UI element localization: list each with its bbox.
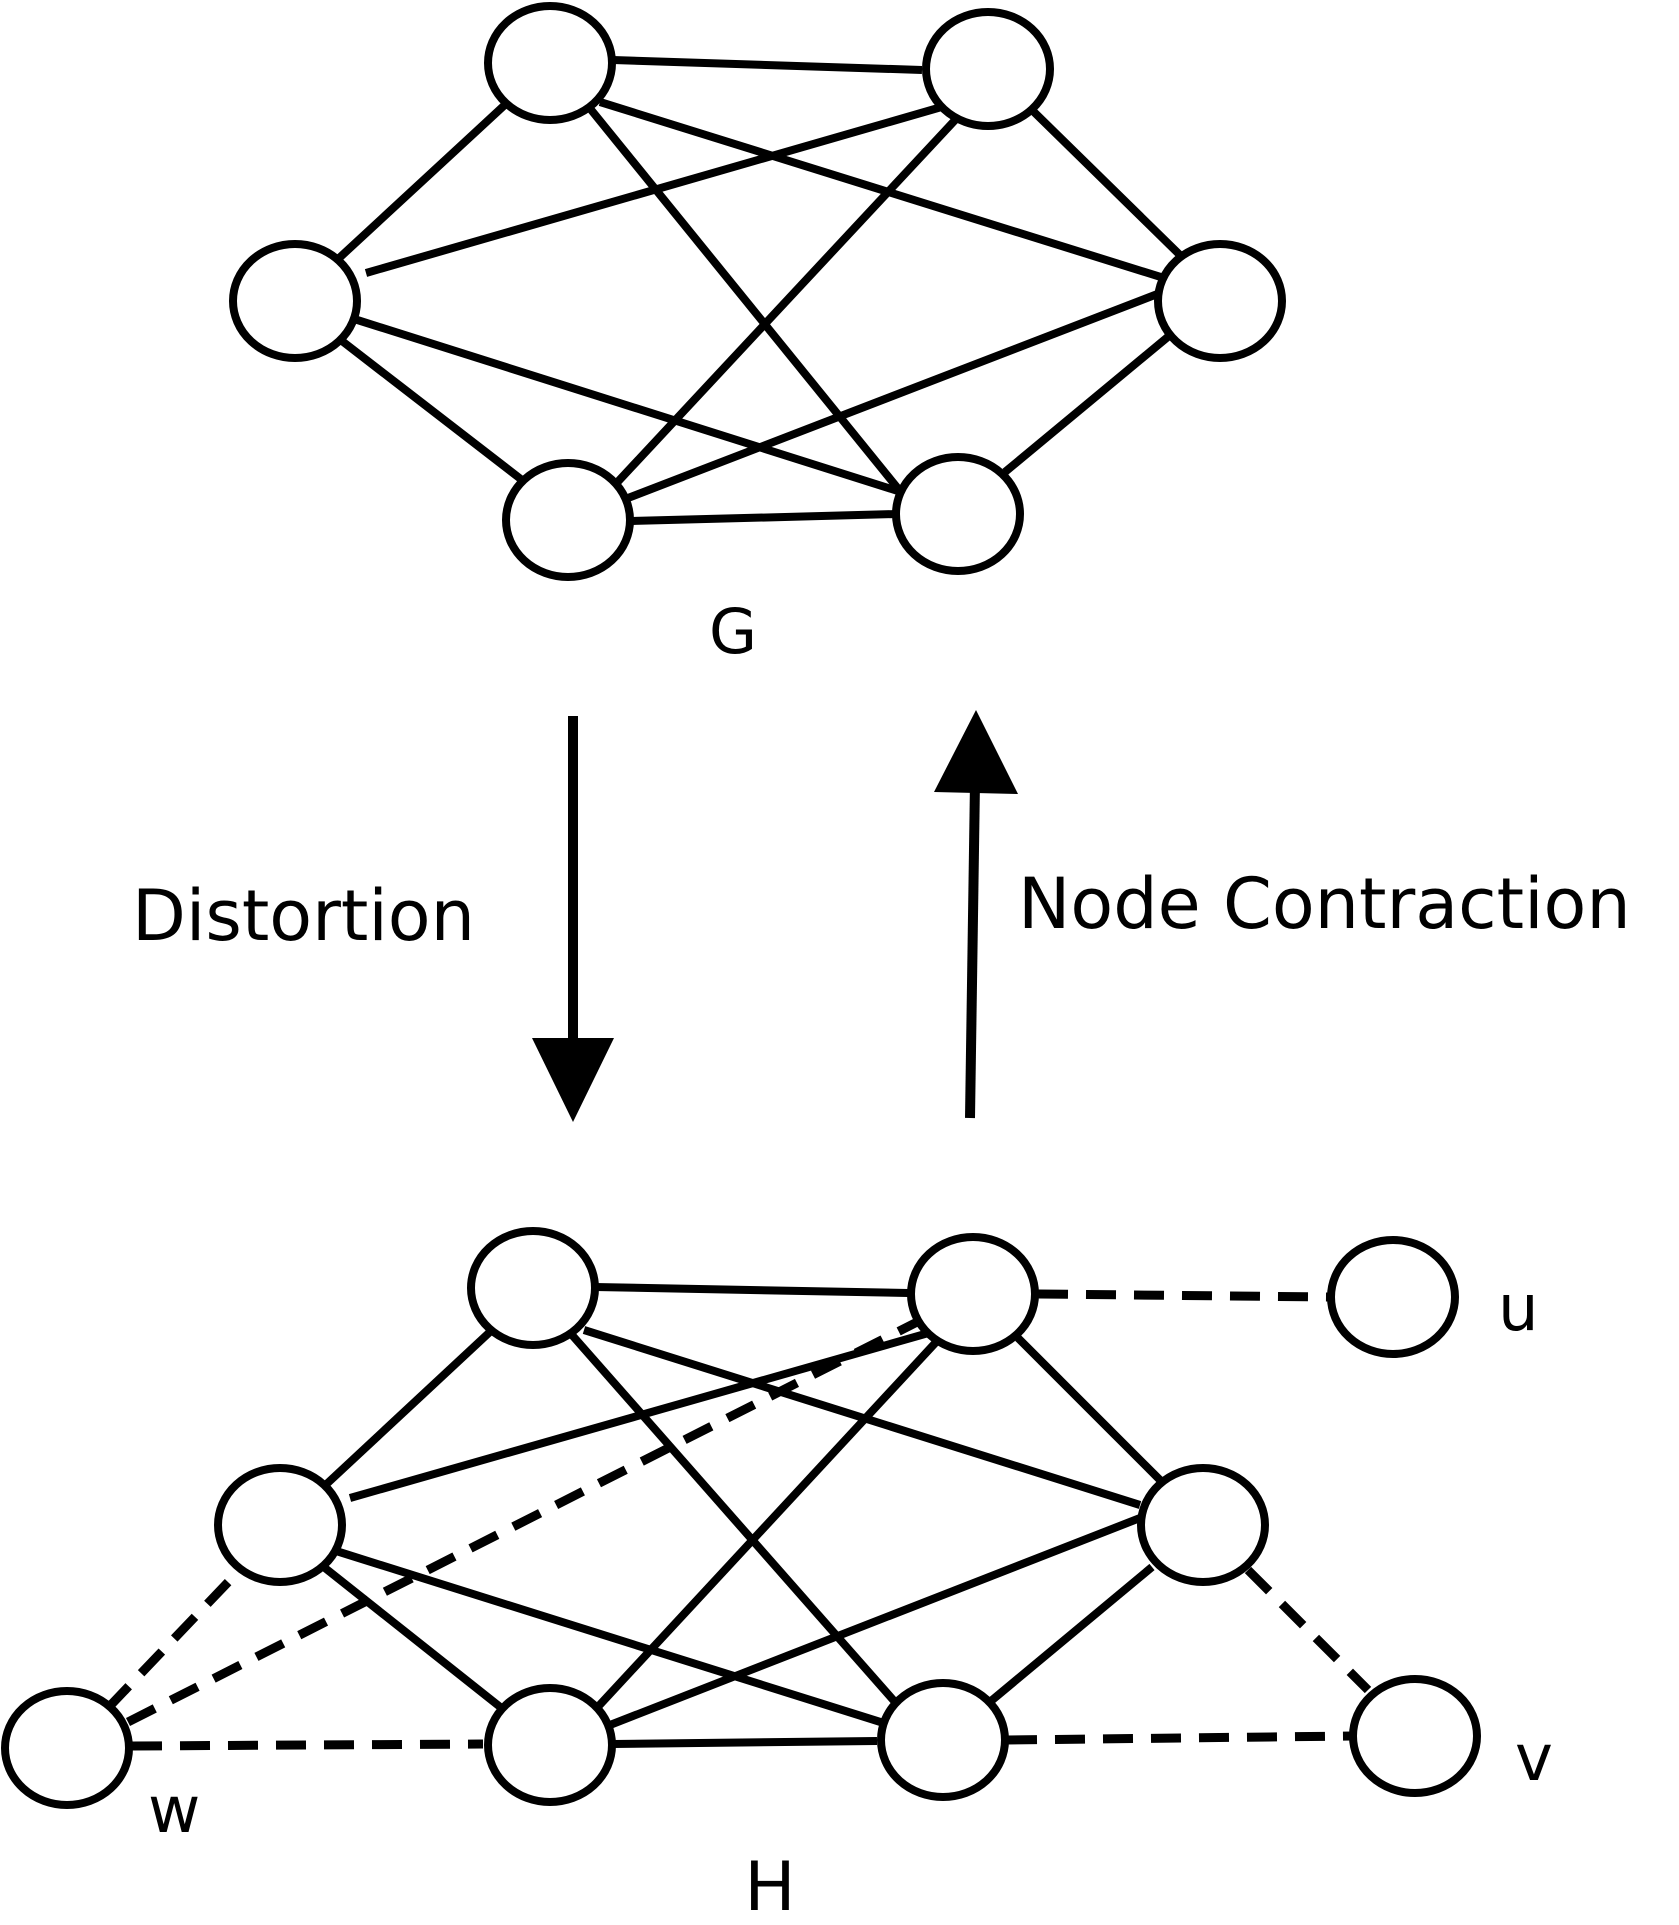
g-edge (631, 510, 898, 525)
node-v-label: v (1515, 1722, 1553, 1796)
node-u-label: u (1498, 1272, 1539, 1346)
h-edge (594, 1283, 909, 1297)
graph-g-nodes (229, 2, 1286, 581)
dashed-edge-to-v (1006, 1731, 1353, 1745)
g-node (229, 240, 361, 362)
h-edge (331, 1546, 892, 1729)
distortion-arrow (532, 716, 614, 1122)
h-node (214, 1464, 346, 1586)
g-edge (612, 56, 923, 74)
node-contraction-arrow (934, 710, 1018, 1119)
g-edge (364, 102, 947, 277)
h-edge (322, 1564, 507, 1714)
h-node-w (1, 1687, 133, 1809)
h-edge (608, 1514, 1142, 1729)
graph-g (334, 56, 1186, 525)
dashed-edge-w-top (125, 1313, 928, 1727)
g-node (892, 453, 1024, 575)
h-node (1137, 1464, 1269, 1586)
graph-h-label: H (744, 1848, 795, 1925)
g-edge (1002, 327, 1178, 476)
h-edge (612, 1737, 878, 1748)
h-node-v (1349, 1675, 1481, 1797)
dashed-edge-w-bottom (131, 1739, 484, 1751)
h-node (907, 1233, 1039, 1355)
h-node (877, 1679, 1009, 1801)
arrow-head-down (532, 1038, 614, 1122)
graph-h-nodes (1, 1227, 1481, 1809)
g-node (502, 459, 634, 581)
g-edge (1031, 109, 1186, 261)
distortion-label: Distortion (132, 875, 475, 957)
node-contraction-label: Node Contraction (1018, 863, 1631, 945)
g-edge (609, 115, 960, 491)
h-edge (1015, 1335, 1165, 1485)
h-edge (982, 1563, 1155, 1710)
g-node (484, 2, 616, 124)
h-node-u (1327, 1236, 1459, 1358)
h-node (484, 1684, 616, 1806)
graph-g-label: G (709, 595, 757, 668)
g-edge (584, 103, 921, 515)
arrow-head-up (934, 710, 1018, 794)
graph-h (315, 1283, 1165, 1748)
dashed-edge-to-v-diag (1244, 1566, 1372, 1694)
h-node (467, 1227, 599, 1349)
h-edge (568, 1332, 906, 1713)
h-edge (315, 1327, 495, 1495)
node-w-label: w (148, 1774, 200, 1848)
g-node (1154, 240, 1286, 362)
graph-h-dashed-edges (104, 1289, 1372, 1751)
dashed-edge-w-left (104, 1574, 236, 1712)
g-edge (339, 337, 525, 484)
g-edge (626, 289, 1162, 502)
h-edge (592, 1337, 941, 1713)
dashed-edge-to-u (1037, 1289, 1331, 1302)
g-edge (334, 99, 511, 263)
g-edge (349, 314, 922, 502)
g-node (922, 8, 1054, 130)
